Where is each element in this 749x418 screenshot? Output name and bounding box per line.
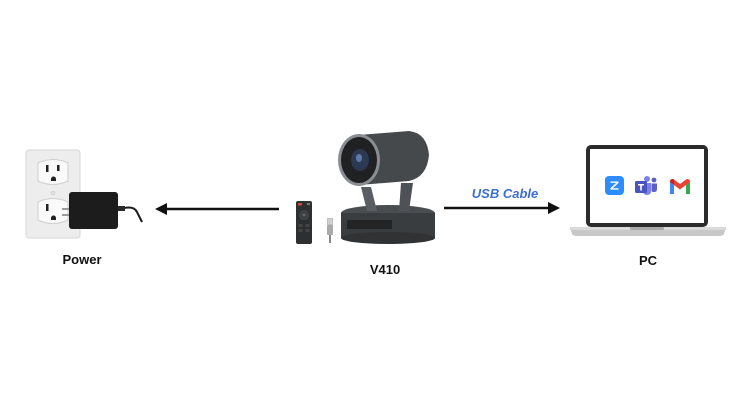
camera-label: V410 [369, 262, 401, 277]
teams-icon [634, 175, 658, 196]
pc-node [568, 144, 728, 239]
gmail-icon [669, 178, 691, 194]
arrow-right-icon [444, 202, 560, 214]
power-label: Power [62, 252, 102, 267]
arrow-left-icon [155, 203, 279, 215]
zoom-icon [605, 176, 624, 195]
pc-label: PC [638, 253, 658, 268]
power-outlet-adapter-icon [25, 149, 143, 239]
remote-control-icon [296, 201, 312, 244]
camera-node [290, 125, 440, 245]
power-node [24, 148, 154, 243]
usb-cable-label: USB Cable [471, 186, 539, 201]
usb-arrow [444, 201, 560, 215]
power-arrow [155, 202, 281, 216]
usb-connector-icon [327, 218, 333, 243]
ptz-camera-icon [338, 131, 435, 244]
